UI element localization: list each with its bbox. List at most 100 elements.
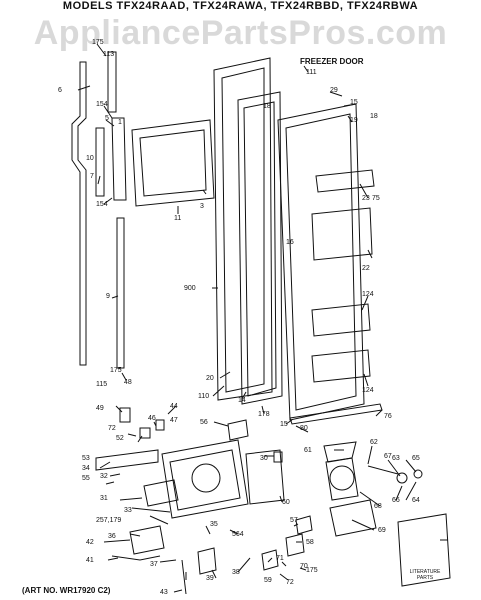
callout-55: 55 <box>82 475 90 482</box>
callout-20: 20 <box>206 375 214 382</box>
callout-80: 80 <box>300 425 308 432</box>
callout-37: 37 <box>150 561 158 568</box>
handle-5 <box>111 117 127 201</box>
callout-113: 113 <box>103 51 114 58</box>
callout-154: 154 <box>96 201 108 208</box>
callout-15: 15 <box>280 421 288 428</box>
callout-111: 111 <box>306 69 317 76</box>
callout-1: 1 <box>118 119 122 126</box>
callout-16: 16 <box>286 239 294 246</box>
callout-115: 115 <box>96 381 107 388</box>
funnel-61 <box>323 441 357 463</box>
callout-41: 41 <box>86 557 94 564</box>
section-title: FREEZER DOOR <box>300 57 364 66</box>
callout-67: 67 <box>384 453 392 460</box>
callout-34: 34 <box>82 465 90 472</box>
door-liner <box>277 103 365 421</box>
callout-15: 15 <box>350 99 358 106</box>
callout-62: 62 <box>370 439 378 446</box>
callout-76: 76 <box>384 413 392 420</box>
callout-56: 56 <box>200 419 208 426</box>
trim-strip-6 <box>71 61 87 366</box>
callout-43: 43 <box>160 589 168 596</box>
actuator-56 <box>227 419 249 441</box>
handle-bracket-10 <box>95 127 105 197</box>
models-line: MODELS TFX24RAAD, TFX24RAWA, TFX24RBBD, … <box>62 0 419 12</box>
callout-64: 64 <box>412 497 420 504</box>
latch-52 <box>139 427 151 439</box>
callout-900: 900 <box>184 285 196 292</box>
callout-70: 70 <box>300 563 308 570</box>
switch-46 <box>155 419 165 431</box>
washer-63 <box>396 472 408 484</box>
part-57 <box>295 515 313 535</box>
callout-564: 564 <box>232 531 244 538</box>
ice-tray-22 <box>311 207 373 261</box>
lever-43 <box>181 559 187 595</box>
part-71 <box>261 549 279 571</box>
callout-44: 44 <box>170 403 178 410</box>
door-panel-900 <box>213 57 273 401</box>
bracket-60 <box>245 449 285 505</box>
callout-33: 33 <box>124 507 132 514</box>
callout-124: 124 <box>362 387 374 394</box>
callout-19: 19 <box>350 117 358 124</box>
callout-124: 124 <box>362 291 374 298</box>
callout-5: 5 <box>105 115 109 122</box>
callout-257-179: 257,179 <box>96 517 121 524</box>
part-58 <box>285 533 305 557</box>
callout-39: 39 <box>206 575 214 582</box>
callout-32: 32 <box>100 473 108 480</box>
callout-72: 72 <box>108 425 116 432</box>
bracket-49 <box>119 407 131 423</box>
callout-60: 60 <box>282 499 290 506</box>
trim-strip-9 <box>116 217 125 369</box>
callout-49: 49 <box>96 405 104 412</box>
callout-30: 30 <box>260 455 268 462</box>
art-number: (ART NO. WR17920 C2) <box>22 586 111 595</box>
shelf-23 <box>315 169 375 193</box>
callout-11: 11 <box>174 215 181 222</box>
literature-booklet <box>397 513 451 587</box>
callout-10: 10 <box>86 155 94 162</box>
callout-36: 36 <box>108 533 116 540</box>
callout-72: 72 <box>286 579 294 586</box>
motor-68 <box>325 457 359 501</box>
dispenser-cover-53 <box>95 449 159 471</box>
callout-6: 6 <box>58 87 62 94</box>
arm-36 <box>129 525 165 555</box>
literature-label: LITERATURE PARTS <box>409 569 441 581</box>
callout-175: 175 <box>92 39 104 46</box>
callout-48: 48 <box>124 379 132 386</box>
bin-124b <box>311 349 371 383</box>
callout-18: 18 <box>263 103 271 110</box>
callout-23: 23 <box>362 195 370 202</box>
callout-63: 63 <box>392 455 400 462</box>
callout-110: 110 <box>198 393 209 400</box>
housing-31 <box>161 439 249 519</box>
callout-58: 58 <box>306 539 314 546</box>
callout-178: 178 <box>258 411 270 418</box>
cable-41 <box>111 555 161 561</box>
callout-35: 35 <box>210 521 218 528</box>
dispenser-frame-11 <box>131 119 215 207</box>
callout-29: 29 <box>330 87 338 94</box>
callout-7: 7 <box>90 173 94 180</box>
callout-175: 175 <box>110 367 122 374</box>
callout-59: 59 <box>264 577 272 584</box>
callout-46: 46 <box>148 415 156 422</box>
callout-68: 68 <box>374 503 382 510</box>
callout-22: 22 <box>362 265 370 272</box>
trim-strip-113 <box>107 51 117 113</box>
watermark-text: AppliancePartsPros.com <box>33 14 448 52</box>
callout-61: 61 <box>304 447 312 454</box>
grille-32 <box>143 479 179 507</box>
callout-31: 31 <box>100 495 108 502</box>
callout-75: 75 <box>372 195 380 202</box>
callout-53: 53 <box>82 455 90 462</box>
rail-76 <box>289 403 383 425</box>
rod-62 <box>367 465 399 475</box>
